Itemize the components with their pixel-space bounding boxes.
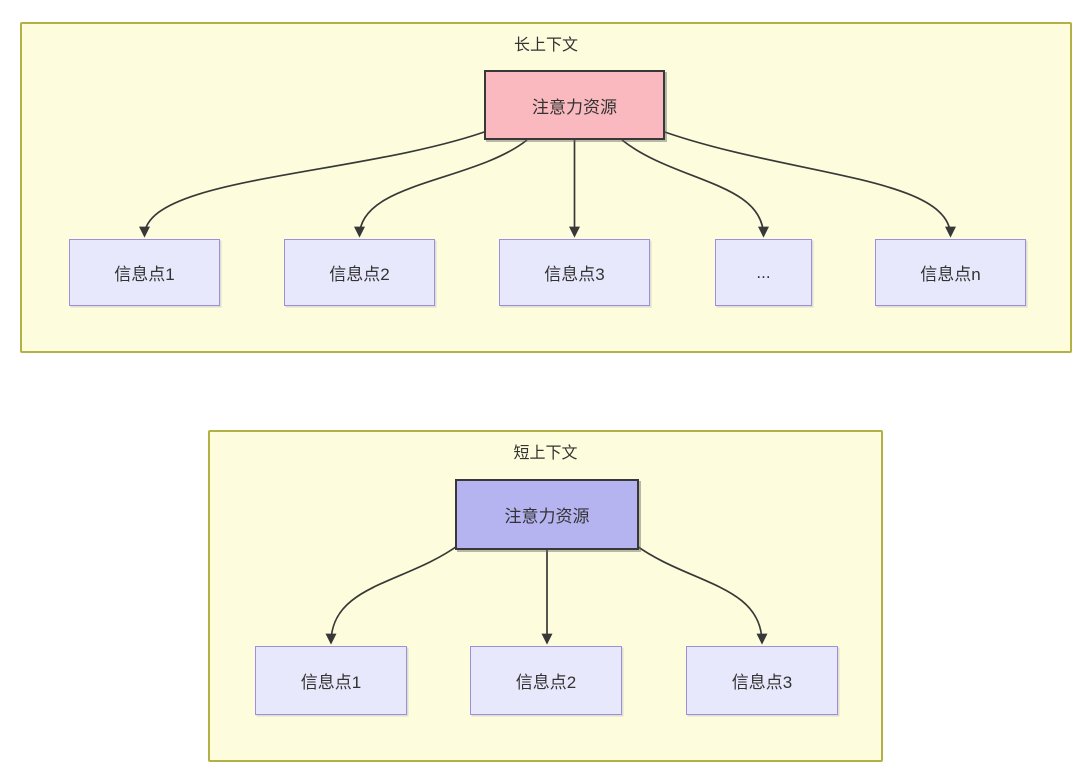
arrow-short-to-info3 <box>633 543 768 645</box>
info-point-1-short: 信息点1 <box>255 646 407 715</box>
arrow-long-to-info2 <box>354 139 528 238</box>
info-point-n-long: 信息点n <box>875 239 1026 306</box>
short-context-title: 短上下文 <box>513 445 578 462</box>
arrow-long-to-info1 <box>139 129 491 238</box>
long-context-title: 长上下文 <box>513 37 578 54</box>
arrow-short-to-info1 <box>325 543 461 645</box>
info-point-3-long: 信息点3 <box>499 239 650 306</box>
attention-resource-node-long: 注意力资源 <box>484 70 665 140</box>
short-context-container: 短上下文 注意力资源 信息点1 信息点2 信息点3 <box>208 430 883 762</box>
attention-resource-node-short: 注意力资源 <box>455 479 639 550</box>
long-context-container: 长上下文 注意力资源 信息点1 信息点2 信息点3 ... 信息点n <box>20 22 1072 353</box>
info-point-2-short: 信息点2 <box>470 646 622 715</box>
info-point-2-long: 信息点2 <box>284 239 435 306</box>
info-point-1-long: 信息点1 <box>69 239 220 306</box>
arrow-long-to-info-n <box>658 129 956 238</box>
info-point-ellipsis-long: ... <box>715 239 812 306</box>
arrow-long-to-ellipsis <box>621 139 769 238</box>
info-point-3-short: 信息点3 <box>686 646 838 715</box>
